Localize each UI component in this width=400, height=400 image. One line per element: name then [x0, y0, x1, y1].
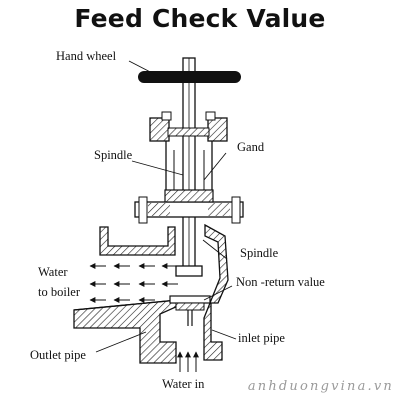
label-to-boiler: to boiler — [38, 285, 81, 299]
flange — [134, 189, 244, 224]
non-return-valve — [169, 295, 211, 326]
spindle-stem — [175, 57, 203, 277]
valve-body — [73, 223, 229, 364]
label-spindle-right: Spindle — [240, 246, 279, 260]
label-non-return-value: Non -return value — [236, 275, 325, 289]
label-water: Water — [38, 265, 68, 279]
water-in-arrows — [177, 351, 199, 372]
diagram-title: Feed Check Value — [74, 4, 326, 33]
label-outlet-pipe: Outlet pipe — [30, 348, 86, 362]
label-hand-wheel: Hand wheel — [56, 49, 117, 63]
leader-lines — [95, 60, 237, 353]
label-gand: Gand — [237, 140, 265, 154]
watermark: anhduongvina.vn — [247, 379, 394, 394]
label-inlet-pipe: inlet pipe — [238, 331, 285, 345]
water-out-arrows — [89, 263, 178, 303]
label-water-in: Water in — [162, 377, 205, 391]
label-spindle-top: Spindle — [94, 148, 133, 162]
hand-wheel — [138, 71, 241, 83]
